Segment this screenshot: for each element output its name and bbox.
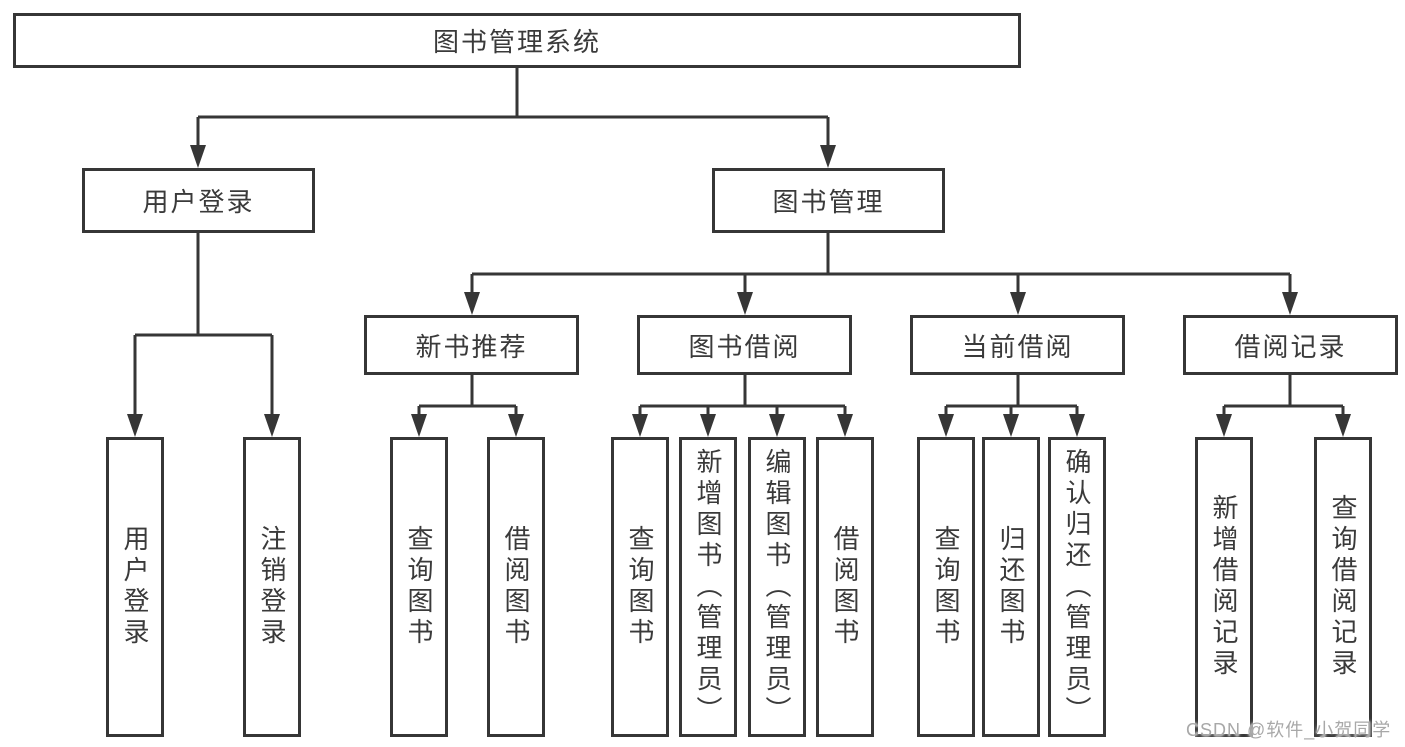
leaf-borrowing-query-books-label: 查询图书 bbox=[625, 525, 655, 649]
leaf-confirm-return-admin: 确认归还（管理员） bbox=[1048, 437, 1106, 737]
leaf-add-book-admin-label: 新增图书（管理员） bbox=[693, 447, 723, 727]
leaf-borrow-books-label: 借阅图书 bbox=[830, 525, 860, 649]
watermark: CSDN @软件_小贺同学 bbox=[1186, 720, 1392, 740]
leaf-return-books-label: 归还图书 bbox=[996, 525, 1026, 649]
leaf-recommend-borrow-books-label: 借阅图书 bbox=[501, 525, 531, 649]
leaf-user-login-label: 用户登录 bbox=[120, 525, 150, 649]
leaf-return-books: 归还图书 bbox=[982, 437, 1040, 737]
leaf-edit-book-admin: 编辑图书（管理员） bbox=[748, 437, 806, 737]
leaf-borrow-books: 借阅图书 bbox=[816, 437, 874, 737]
leaf-recommend-borrow-books: 借阅图书 bbox=[487, 437, 545, 737]
leaf-query-borrow-record: 查询借阅记录 bbox=[1314, 437, 1372, 737]
node-current-borrowing-label: 当前借阅 bbox=[961, 331, 1074, 362]
leaf-logout: 注销登录 bbox=[243, 437, 301, 737]
node-borrowing-records-label: 借阅记录 bbox=[1234, 331, 1347, 362]
node-root-label: 图书管理系统 bbox=[432, 27, 601, 57]
node-root: 图书管理系统 bbox=[13, 13, 1021, 68]
leaf-confirm-return-admin-label: 确认归还（管理员） bbox=[1062, 447, 1092, 727]
node-new-book-recommendation-label: 新书推荐 bbox=[415, 331, 528, 362]
leaf-current-query-books-label: 查询图书 bbox=[931, 525, 961, 649]
leaf-logout-label: 注销登录 bbox=[257, 525, 287, 649]
leaf-add-book-admin: 新增图书（管理员） bbox=[679, 437, 737, 737]
node-book-management-label: 图书管理 bbox=[772, 187, 885, 217]
node-borrowing-records: 借阅记录 bbox=[1183, 315, 1398, 375]
leaf-add-borrow-record: 新增借阅记录 bbox=[1195, 437, 1253, 737]
node-user-login: 用户登录 bbox=[82, 168, 315, 233]
leaf-query-borrow-record-label: 查询借阅记录 bbox=[1328, 494, 1358, 680]
leaf-recommend-query-books-label: 查询图书 bbox=[404, 525, 434, 649]
node-book-borrowing-label: 图书借阅 bbox=[688, 331, 801, 362]
node-user-login-label: 用户登录 bbox=[142, 187, 255, 217]
node-book-management: 图书管理 bbox=[712, 168, 945, 233]
node-book-borrowing: 图书借阅 bbox=[637, 315, 852, 375]
leaf-edit-book-admin-label: 编辑图书（管理员） bbox=[762, 447, 792, 727]
leaf-recommend-query-books: 查询图书 bbox=[390, 437, 448, 737]
leaf-add-borrow-record-label: 新增借阅记录 bbox=[1209, 494, 1239, 680]
leaf-user-login: 用户登录 bbox=[106, 437, 164, 737]
node-new-book-recommendation: 新书推荐 bbox=[364, 315, 579, 375]
node-current-borrowing: 当前借阅 bbox=[910, 315, 1125, 375]
leaf-current-query-books: 查询图书 bbox=[917, 437, 975, 737]
leaf-borrowing-query-books: 查询图书 bbox=[611, 437, 669, 737]
